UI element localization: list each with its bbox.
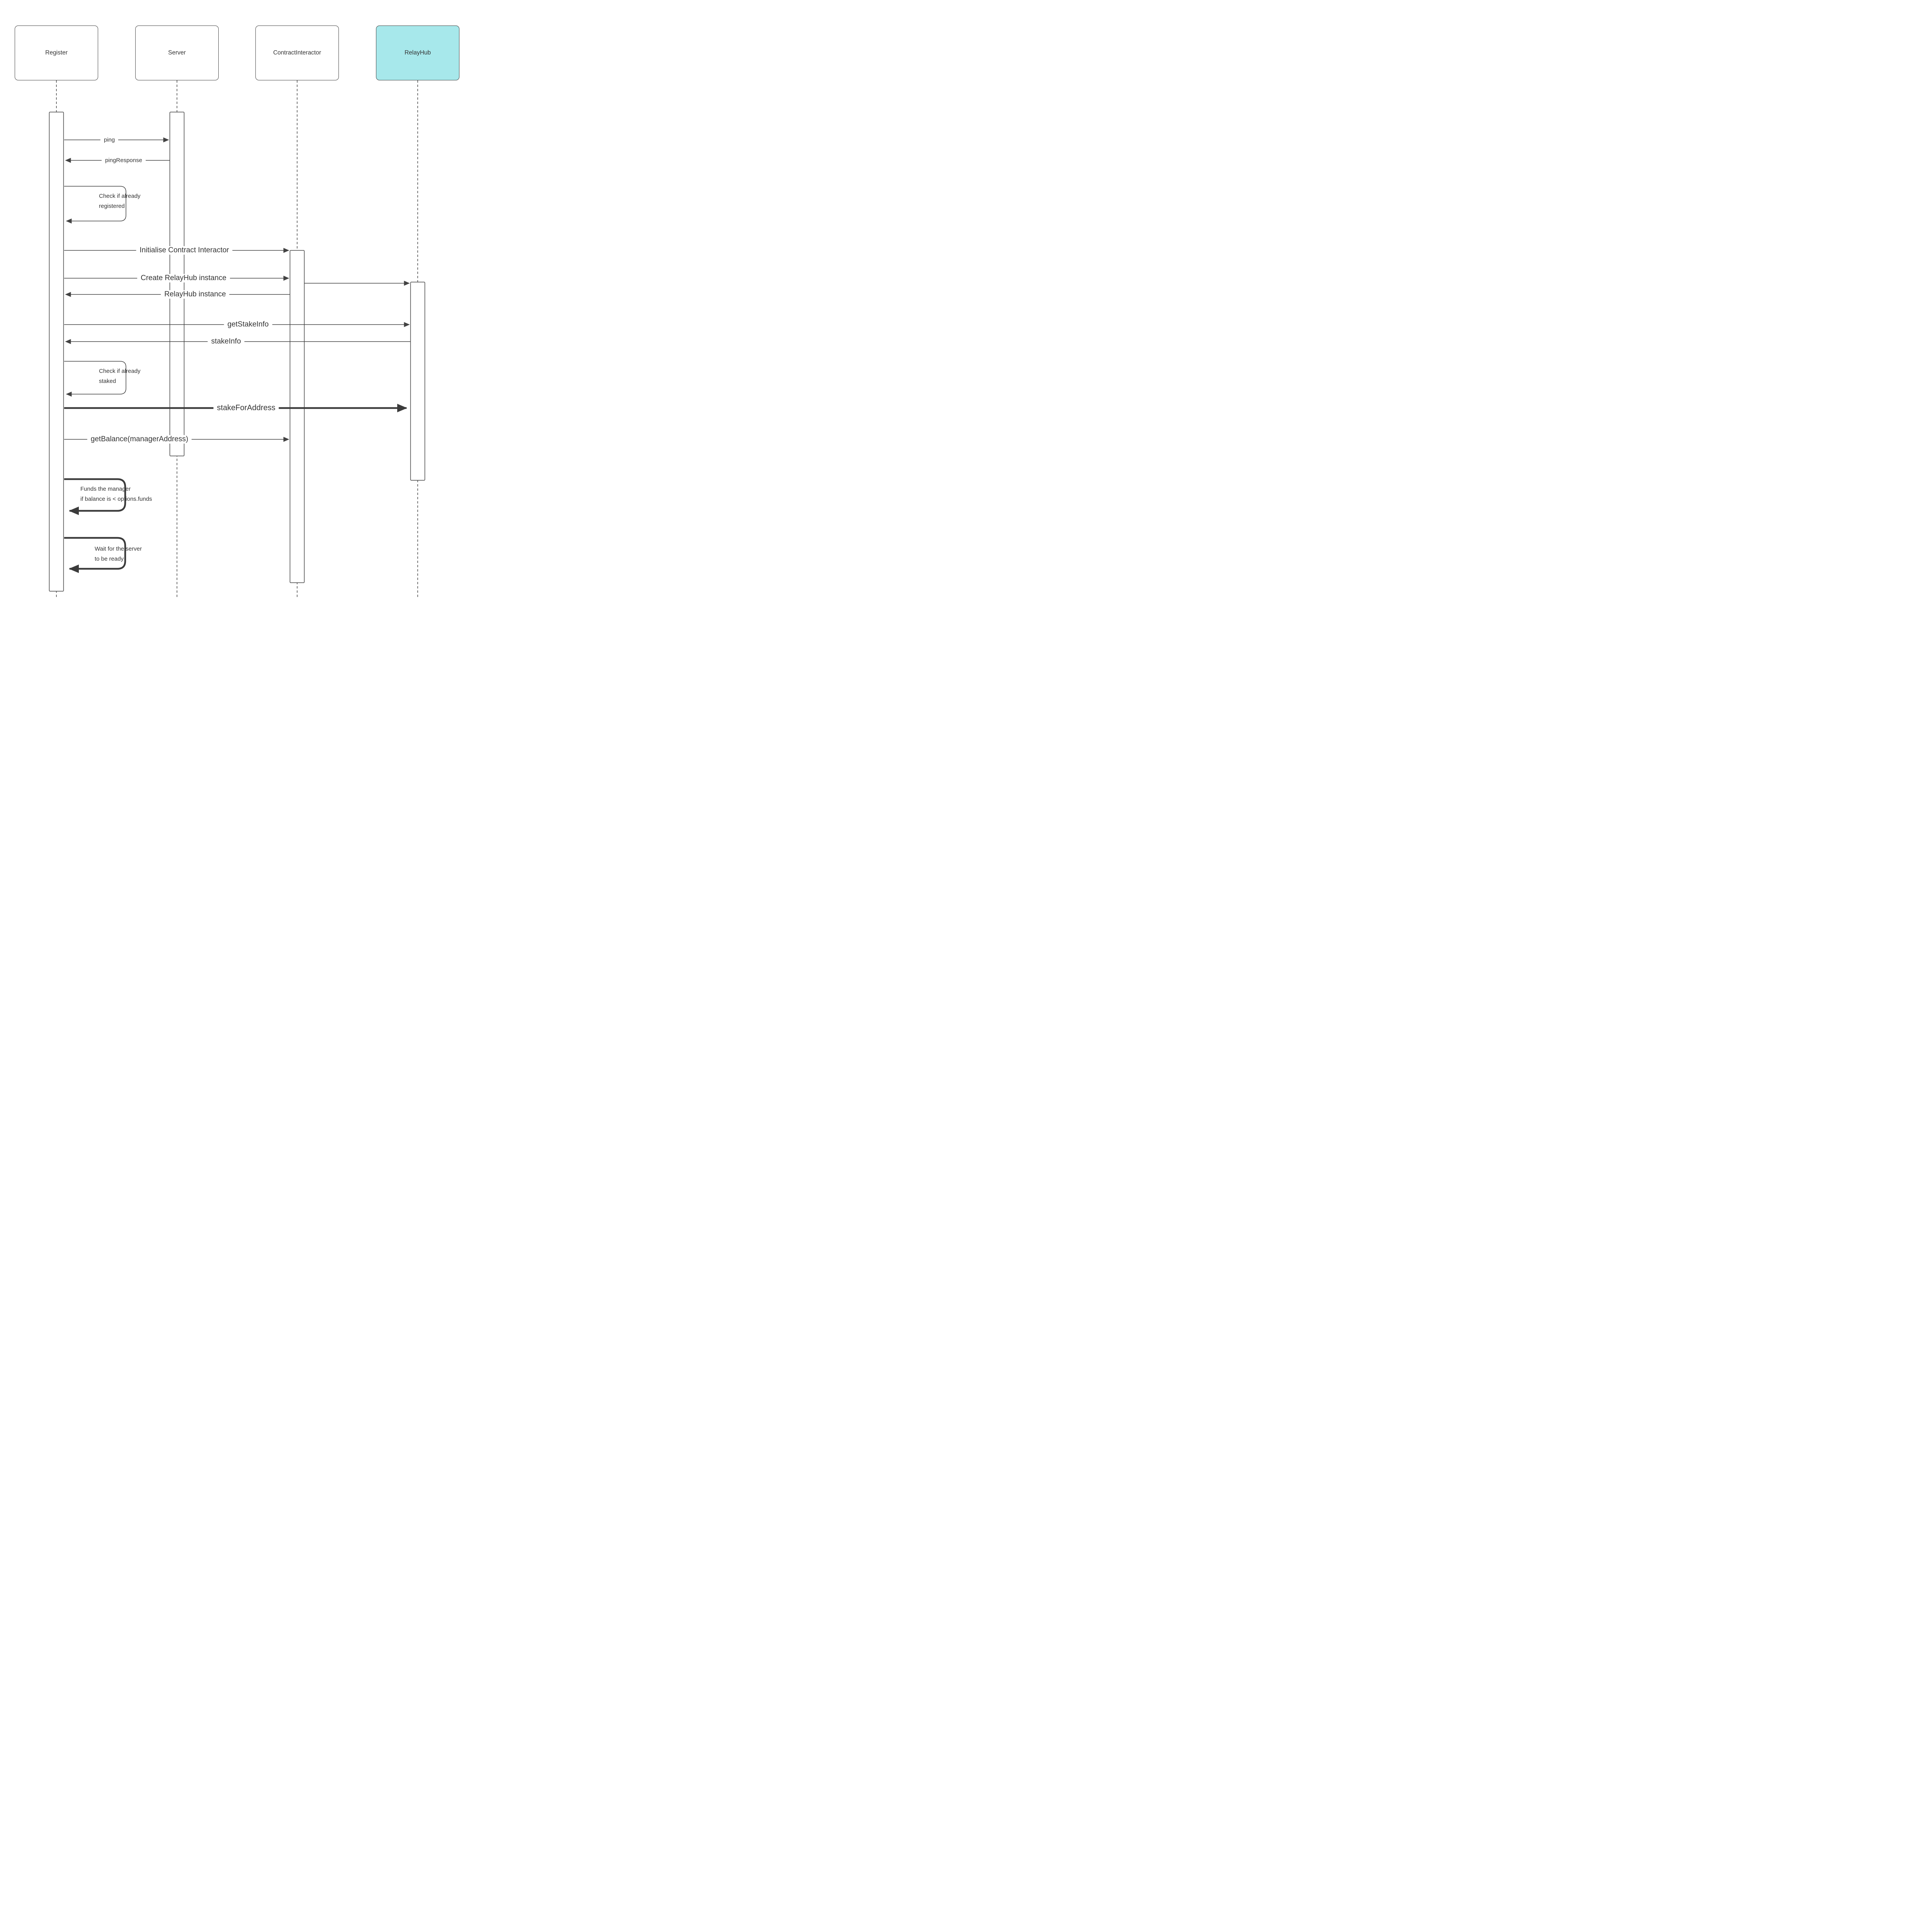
message-label-create-relayhub-instance: Create RelayHub instance <box>137 274 230 282</box>
participant-label-contract-interactor: ContractInteractor <box>273 49 321 56</box>
message-label-stake-info: stakeInfo <box>207 337 245 346</box>
participant-server: Server <box>135 26 219 80</box>
self-message-label-wait-server: Wait for the server to be ready <box>95 544 142 564</box>
self-message-label-funds-manager: Funds the manager if balance is < option… <box>80 484 152 504</box>
self-message-label-check-staked: Check if already staked <box>99 366 141 386</box>
self-message-line1: Funds the manager <box>80 486 131 492</box>
self-message-line1: Check if already <box>99 368 141 374</box>
message-label-get-balance: getBalance(managerAddress) <box>87 435 192 444</box>
self-message-line2: staked <box>99 378 116 384</box>
activation-relayhub <box>410 282 425 481</box>
participant-label-relayhub: RelayHub <box>404 49 431 56</box>
message-label-initialise-contract-interactor: Initialise Contract Interactor <box>136 246 233 255</box>
participant-register: Register <box>15 26 98 80</box>
participant-label-server: Server <box>168 49 186 56</box>
self-message-line1: Check if already <box>99 193 141 199</box>
diagram-canvas <box>49 80 425 597</box>
activation-register <box>49 112 64 592</box>
self-message-line2: if balance is < options.funds <box>80 496 152 502</box>
self-message-line2: registered <box>99 203 125 209</box>
message-label-ping-response: pingResponse <box>102 157 146 164</box>
message-label-stake-for-address: stakeForAddress <box>213 403 279 413</box>
activation-contract-interactor <box>289 250 305 583</box>
self-message-arrow-check-staked <box>64 361 126 397</box>
message-label-ping: ping <box>100 136 119 143</box>
self-message-arrow-check-registered <box>64 186 126 224</box>
self-message-arrow-funds-manager <box>64 478 126 515</box>
participant-relayhub: RelayHub <box>376 26 459 80</box>
self-message-label-check-registered: Check if already registered <box>99 191 141 211</box>
self-message-line1: Wait for the server <box>95 546 142 552</box>
self-message-arrow-wait-server <box>64 537 126 573</box>
sequence-diagram: Register Server ContractInteractor Relay… <box>0 0 492 597</box>
message-label-get-stake-info: getStakeInfo <box>224 320 272 329</box>
activation-server <box>169 112 185 456</box>
participant-contract-interactor: ContractInteractor <box>255 26 339 80</box>
participant-label-register: Register <box>45 49 68 56</box>
self-message-line2: to be ready <box>95 556 124 562</box>
message-label-relayhub-instance: RelayHub instance <box>161 290 230 299</box>
